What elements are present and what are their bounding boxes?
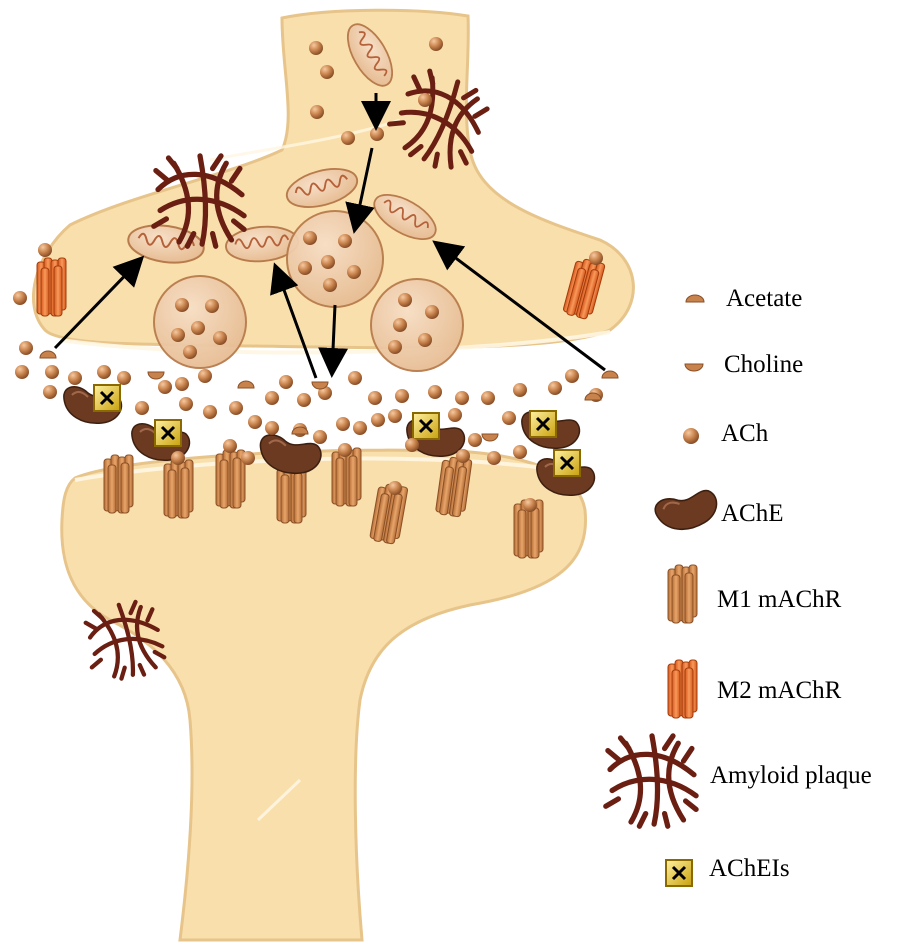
postsynaptic-neuron — [62, 450, 586, 940]
ache-icon — [652, 479, 723, 539]
vesicle — [287, 211, 383, 307]
legend-m2-label: M2 mAChR — [717, 677, 841, 705]
legend-acheis-label: AChEIs — [709, 855, 790, 883]
acheis-icon — [666, 860, 692, 886]
vesicle — [154, 276, 246, 368]
legend-icons — [606, 295, 723, 886]
legend-choline-label: Choline — [724, 351, 803, 379]
acetate-icon — [686, 295, 704, 302]
legend-plaque-label: Amyloid plaque — [710, 762, 872, 790]
ach-icon — [683, 428, 699, 444]
acheis-inhibitor — [413, 413, 439, 439]
acheis-inhibitor — [554, 450, 580, 476]
acheis-inhibitor — [530, 411, 556, 437]
m2-receptor — [37, 258, 66, 316]
legend-ache-label: AChE — [721, 500, 784, 528]
m1-receptor — [164, 460, 193, 518]
legend-m1-label: M1 mAChR — [717, 586, 841, 614]
choline-icon — [685, 364, 703, 371]
acheis-inhibitor — [94, 385, 120, 411]
vesicle — [371, 279, 463, 371]
legend-acetate-label: Acetate — [726, 285, 802, 313]
acheis-inhibitor — [155, 420, 181, 446]
m1-receptor — [216, 450, 245, 508]
m1-receptor — [104, 455, 133, 513]
m2-icon — [668, 660, 697, 718]
legend-ach-label: ACh — [721, 420, 768, 448]
m1-icon — [668, 565, 697, 623]
plaque-icon — [606, 736, 696, 826]
